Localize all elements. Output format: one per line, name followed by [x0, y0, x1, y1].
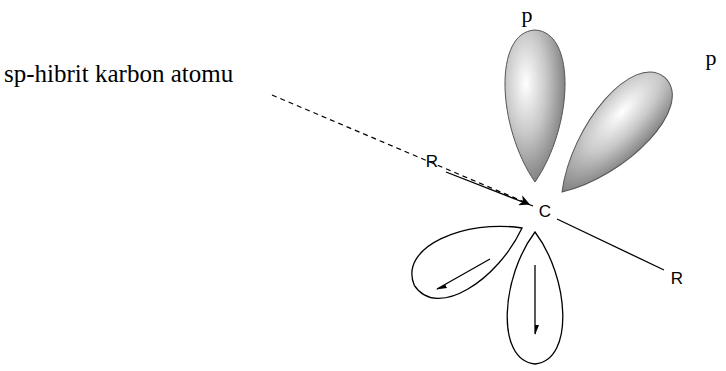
substituent-label: R [671, 269, 683, 289]
orbital-label: p [706, 45, 717, 70]
substituent-label: R [426, 152, 438, 172]
orbital-label: p [522, 2, 533, 27]
sp-lobe-bottom [507, 232, 563, 364]
electron-arrow [534, 265, 535, 334]
leader-arrow [272, 95, 529, 204]
p-orbital-right [540, 57, 688, 212]
electron-arrow [437, 259, 490, 289]
atom-label: C [539, 202, 551, 222]
p-orbital-top [505, 30, 565, 182]
callout-label: sp-hibrit karbon atomu [4, 60, 233, 89]
bond-line [557, 219, 664, 270]
bond-line [446, 172, 533, 206]
